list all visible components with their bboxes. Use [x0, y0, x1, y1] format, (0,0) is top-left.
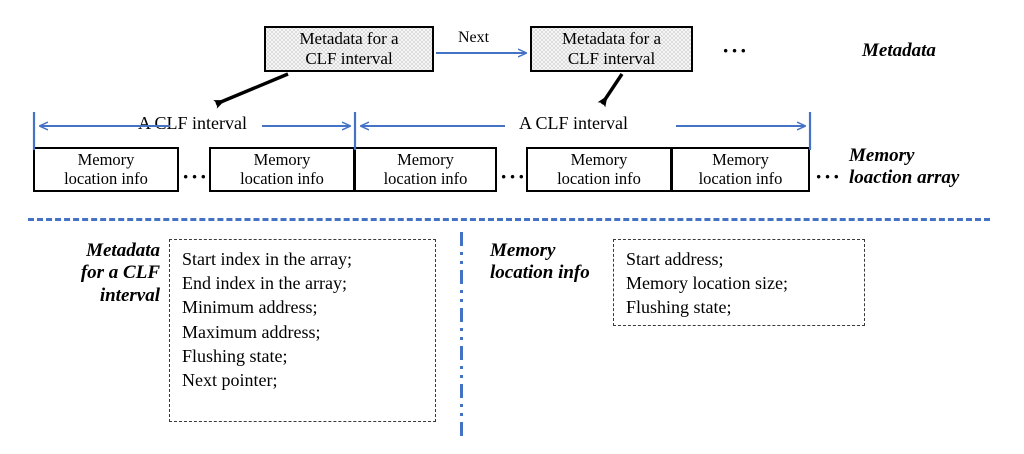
array-ellipsis-1: ···	[182, 164, 209, 189]
memloc-field-1: Start address;	[626, 249, 724, 269]
horizontal-section-divider	[28, 218, 990, 221]
array-row-label: Memory loaction array	[849, 145, 959, 190]
metadata-box-2[interactable]: Metadata for a CLF interval	[530, 26, 693, 72]
memory-location-box-2-line2: location info	[240, 168, 324, 188]
metadata-field-6: Next pointer;	[182, 370, 278, 391]
metadata-row-ellipsis: ···	[722, 38, 749, 63]
memory-location-box-4-line1: Memory	[570, 150, 628, 170]
metadata-field-1: Start index in the array;	[182, 249, 352, 269]
array-row-label-line2: loaction array	[849, 167, 960, 189]
memory-location-box-5[interactable]: Memory location info	[671, 147, 810, 192]
memloc-detail-label: Memory location info	[490, 240, 590, 285]
next-pointer-label: Next	[458, 29, 490, 46]
metadata-field-3: Minimum address;	[182, 297, 318, 318]
memloc-field-3: Flushing state;	[626, 297, 732, 318]
memory-location-box-5-line1: Memory	[712, 150, 769, 170]
memory-location-box-3[interactable]: Memory location info	[354, 147, 497, 192]
metadata-detail-label-line3: interval	[99, 284, 160, 306]
memloc-detail-box: Start address; Memory location size; Flu…	[613, 239, 865, 326]
memory-location-box-2[interactable]: Memory location info	[209, 147, 355, 192]
memory-location-box-4-line2: location info	[557, 168, 641, 188]
memloc-detail-label-line2: location info	[490, 262, 590, 284]
metadata-box-2-line1: Metadata for a	[561, 29, 662, 49]
metadata-field-2: End index in the array;	[182, 273, 347, 294]
memory-location-box-5-line2: location info	[698, 168, 783, 188]
memory-location-box-2-line1: Memory	[253, 150, 311, 170]
memory-location-box-1-line1: Memory	[77, 150, 135, 170]
memory-location-box-1-line2: location info	[64, 168, 148, 188]
clf-interval-label-left: A CLF interval	[133, 114, 252, 132]
memory-location-box-1[interactable]: Memory location info	[33, 147, 179, 192]
metadata-detail-label-line2: for a CLF	[80, 262, 160, 284]
array-ellipsis-2: ···	[500, 164, 527, 189]
metadata-detail-label-line1: Metadata	[86, 240, 160, 261]
metadata-detail-label: Metadata for a CLF interval	[60, 240, 160, 307]
array-ellipsis-3: ···	[815, 164, 842, 189]
memloc-field-2: Memory location size;	[626, 273, 788, 294]
metadata-detail-box: Start index in the array; End index in t…	[169, 239, 436, 422]
metadata-row-label: Metadata	[862, 40, 936, 61]
memloc-detail-label-line1: Memory	[490, 240, 556, 261]
metadata-box-1[interactable]: Metadata for a CLF interval	[264, 26, 434, 72]
metadata-box-1-line2: CLF interval	[305, 49, 393, 68]
metadata-box-1-line1: Metadata for a	[299, 29, 399, 49]
array-row-label-line1: Memory	[849, 145, 915, 166]
memory-location-box-4[interactable]: Memory location info	[526, 147, 672, 192]
metadata-field-5: Flushing state;	[182, 345, 288, 366]
metadata-field-4: Maximum address;	[182, 321, 321, 342]
memory-location-box-3-line2: location info	[383, 168, 468, 188]
metadata-1-connector-arrow	[213, 72, 289, 109]
metadata-2-connector-arrow	[597, 73, 624, 108]
clf-interval-label-right: A CLF interval	[514, 114, 633, 132]
metadata-box-2-line2: CLF interval	[567, 49, 656, 68]
memory-location-box-3-line1: Memory	[397, 150, 454, 170]
